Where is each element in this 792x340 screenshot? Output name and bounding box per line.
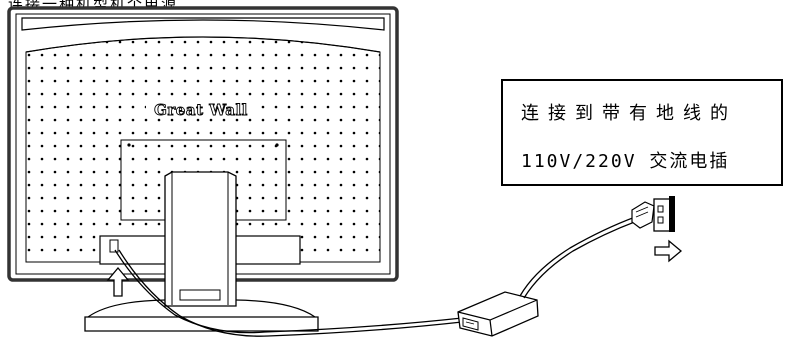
- wall-socket: [653, 196, 675, 232]
- stand-neck: [164, 171, 237, 307]
- plug-head: [631, 201, 655, 229]
- power-cable-monitor: [114, 249, 463, 334]
- brand-logo: Great Wall: [154, 101, 248, 119]
- instruction-line-1: 连接到带有地线的: [521, 103, 737, 124]
- power-adapter: [457, 291, 539, 337]
- right-arrow-icon: [654, 239, 683, 263]
- instruction-line-2: 110V/220V 交流电插: [521, 151, 730, 172]
- power-cable-wall: [519, 215, 639, 297]
- monitor-top-cap: [21, 17, 385, 31]
- instruction-box: 连接到带有地线的 110V/220V 交流电插: [501, 79, 783, 186]
- stand-base: [84, 316, 319, 332]
- up-arrow-icon: [106, 266, 130, 297]
